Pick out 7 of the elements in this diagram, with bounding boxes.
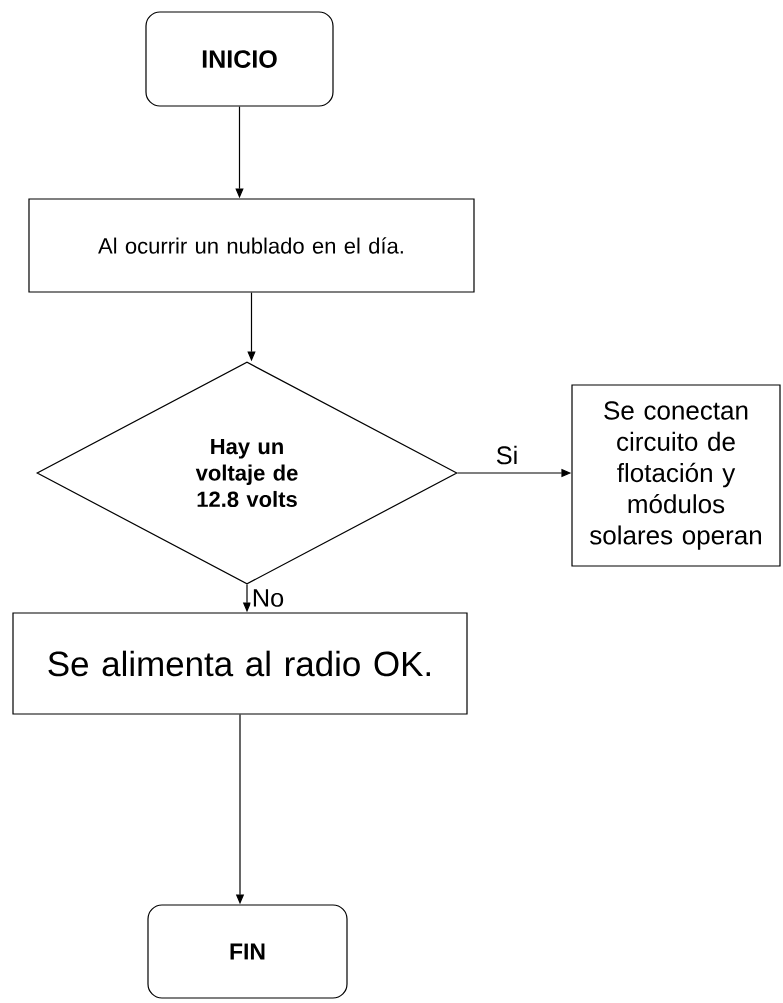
process-box: Al ocurrir un nublado en el día. <box>28 198 475 293</box>
edge-label: Si <box>494 444 520 466</box>
end-box: FIN <box>147 904 348 999</box>
edge-label: No <box>250 587 286 609</box>
start-box: INICIO <box>145 11 334 107</box>
process-box: Se conectan circuito de flotación y módulos solares operan <box>571 384 781 567</box>
process-box: Se alimenta al radio OK. <box>12 612 468 715</box>
